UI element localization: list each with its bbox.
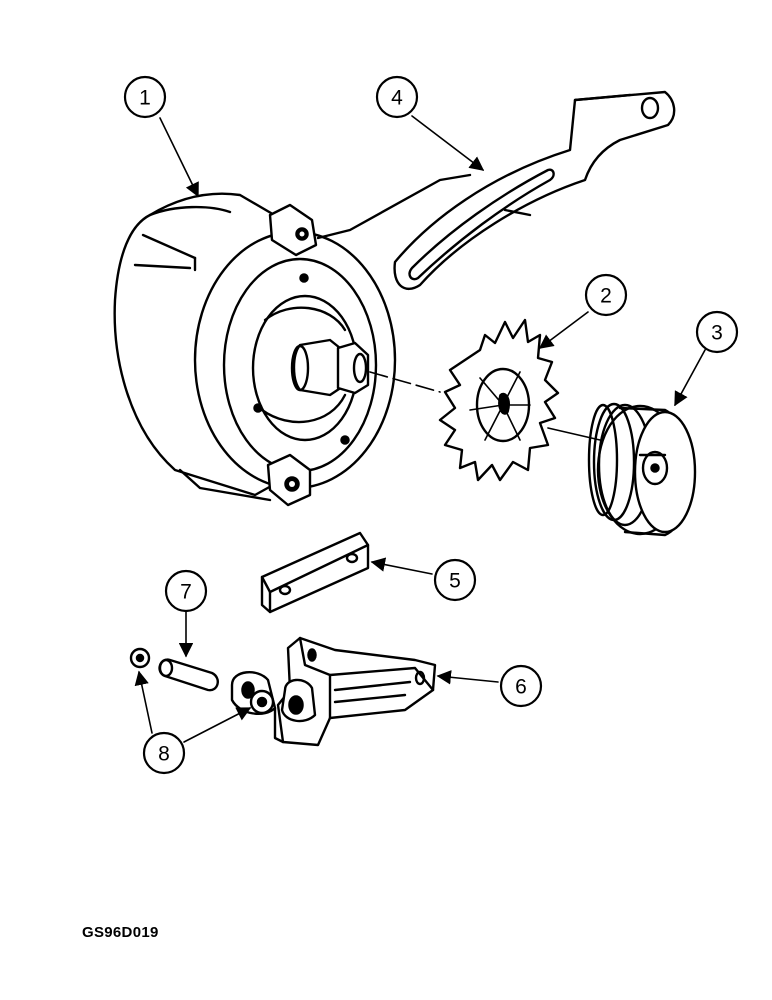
callout-1-label: 1	[139, 87, 151, 110]
callout-5: 5	[433, 558, 477, 602]
callout-6: 6	[499, 664, 543, 708]
fan-drawing	[369, 318, 601, 482]
callout-7-label: 7	[180, 581, 192, 604]
callout-7: 7	[164, 569, 208, 613]
callout-1: 1	[123, 75, 167, 119]
pivot-pin-drawing	[158, 658, 219, 692]
callout-4: 4	[375, 75, 419, 119]
callout-3: 3	[695, 310, 739, 354]
figure-code: GS96D019	[82, 924, 159, 941]
callout-2: 2	[584, 273, 628, 317]
washers-drawing	[129, 647, 275, 715]
callout-5-label: 5	[449, 570, 461, 593]
callout-leaders	[134, 115, 706, 743]
callout-2-label: 2	[600, 285, 612, 308]
callout-8-label: 8	[158, 743, 170, 766]
callout-6-label: 6	[515, 676, 527, 699]
alternator-drawing	[113, 173, 472, 507]
mounting-bracket-drawing	[230, 636, 437, 747]
callout-4-label: 4	[391, 87, 403, 110]
callout-3-label: 3	[711, 322, 723, 345]
link-strap-drawing	[260, 531, 370, 614]
callout-8: 8	[142, 731, 186, 775]
pulley-drawing	[587, 402, 697, 537]
adjusting-bracket-drawing	[393, 90, 676, 291]
